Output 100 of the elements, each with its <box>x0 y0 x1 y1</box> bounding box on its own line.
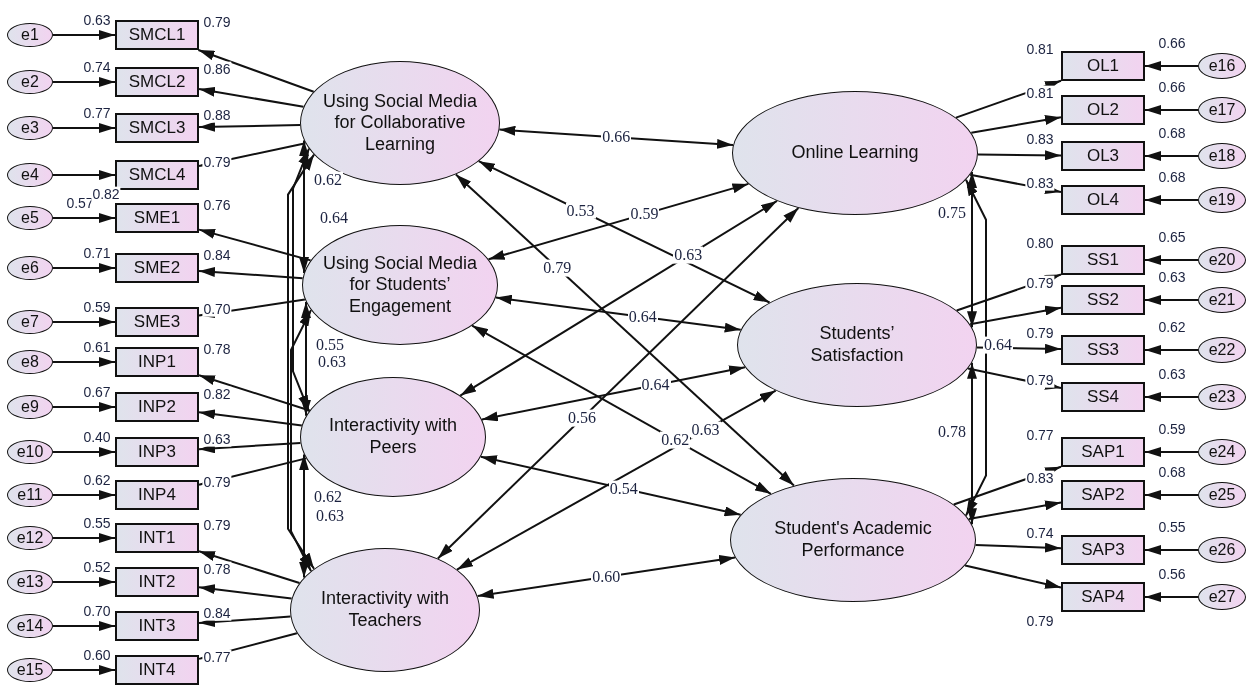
edge-label: 0.63 <box>202 431 232 447</box>
arrow <box>1144 345 1199 355</box>
error-term-ellipse: e24 <box>1198 439 1246 465</box>
edge-label: 0.68 <box>1157 464 1187 480</box>
edge-label: 0.84 <box>202 605 232 621</box>
arrow <box>52 170 116 180</box>
error-term-ellipse: e19 <box>1198 187 1246 213</box>
edge-label: 0.65 <box>1157 229 1187 245</box>
error-term-ellipse: e16 <box>1198 53 1246 79</box>
indicator-box: SS4 <box>1061 382 1145 412</box>
edge-label: 0.70 <box>202 301 232 317</box>
edge-label: 0.64 <box>983 336 1013 354</box>
double-headed-arrow <box>292 147 310 413</box>
double-headed-arrow <box>487 182 750 261</box>
edge-label: 0.81 <box>1025 41 1055 57</box>
edge-label: 0.80 <box>1025 235 1055 251</box>
arrow <box>1144 61 1199 71</box>
edge-label: 0.63 <box>1157 366 1187 382</box>
edge-label: 0.79 <box>542 259 573 277</box>
path-coefficient: 0.82 <box>91 186 121 202</box>
arrow <box>198 409 303 427</box>
edge-label: 0.55 <box>82 515 112 531</box>
arrow <box>198 267 304 280</box>
indicator-box: OL2 <box>1061 95 1145 125</box>
indicator-box: INP1 <box>115 347 199 377</box>
edge-label: 0.88 <box>202 107 232 123</box>
double-headed-arrow <box>454 173 795 487</box>
arrow <box>52 213 116 223</box>
edge-label: 0.83 <box>1025 470 1055 486</box>
arrow <box>967 500 1062 521</box>
arrow <box>1144 592 1199 602</box>
edge-label: 0.79 <box>1025 325 1055 341</box>
edge-label: 0.63 <box>690 421 721 439</box>
edge-label: 0.61 <box>82 339 112 355</box>
edge-label: 0.78 <box>202 341 232 357</box>
edge-label: 0.59 <box>1157 421 1187 437</box>
edge-label: 0.62 <box>1157 319 1187 335</box>
error-term-ellipse: e1 <box>7 23 53 47</box>
indicator-box: OL4 <box>1061 185 1145 215</box>
indicator-box: SS2 <box>1061 285 1145 315</box>
edge-label: 0.70 <box>82 603 112 619</box>
edge-label: 0.71 <box>82 245 112 261</box>
edge-label: 0.83 <box>1025 131 1055 147</box>
double-headed-arrow <box>965 178 987 517</box>
edge-label: 0.59 <box>629 205 660 223</box>
error-term-ellipse: e22 <box>1198 337 1246 363</box>
indicator-box: SAP3 <box>1061 535 1145 565</box>
arrow <box>197 49 315 93</box>
error-term-ellipse: e27 <box>1198 584 1246 610</box>
arrow <box>1144 255 1199 265</box>
arrow <box>52 621 116 631</box>
edge-label: 0.74 <box>82 59 112 75</box>
edge-label: 0.63 <box>1157 269 1187 285</box>
edge-label: 0.79 <box>1025 372 1055 388</box>
edge-label: 0.77 <box>202 649 232 665</box>
arrow <box>1144 295 1199 305</box>
double-headed-arrow <box>287 153 315 570</box>
arrow <box>52 30 116 40</box>
arrow <box>52 665 116 675</box>
error-term-ellipse: e20 <box>1198 247 1246 273</box>
edge-label: 0.67 <box>82 384 112 400</box>
arrow <box>969 305 1062 326</box>
error-term-ellipse: e11 <box>7 483 53 507</box>
indicator-box: OL3 <box>1061 141 1145 171</box>
double-headed-arrow <box>459 199 778 397</box>
indicator-box: SAP4 <box>1061 582 1145 612</box>
error-term-ellipse: e18 <box>1198 143 1246 169</box>
arrow <box>198 584 293 600</box>
arrow <box>52 357 116 367</box>
error-term-ellipse: e2 <box>7 70 53 94</box>
error-term-ellipse: e25 <box>1198 482 1246 508</box>
edge-label: 0.79 <box>202 474 232 490</box>
arrow <box>1144 392 1199 402</box>
arrow <box>52 490 116 500</box>
error-term-ellipse: e12 <box>7 526 53 550</box>
indicator-box: INT3 <box>115 611 199 641</box>
double-headed-arrow <box>967 171 977 329</box>
error-term-ellipse: e5 <box>7 206 53 230</box>
arrow <box>974 542 1062 553</box>
double-headed-arrow <box>494 294 742 333</box>
edge-label: 0.66 <box>1157 79 1187 95</box>
arrow <box>198 121 302 132</box>
error-term-ellipse: e23 <box>1198 384 1246 410</box>
edge-label: 0.56 <box>1157 566 1187 582</box>
error-term-ellipse: e15 <box>7 658 53 682</box>
latent-variable-ellipse: Student's Academic Performance <box>730 478 976 602</box>
arrow <box>1144 490 1199 500</box>
edge-label: 0.62 <box>82 472 112 488</box>
arrow <box>1144 151 1199 161</box>
double-headed-arrow <box>476 555 737 599</box>
edge-label: 0.68 <box>1157 125 1187 141</box>
arrow <box>52 447 116 457</box>
edge-label: 0.84 <box>202 247 232 263</box>
edge-label: 0.82 <box>202 386 232 402</box>
edge-label: 0.66 <box>1157 35 1187 51</box>
arrow <box>198 228 312 262</box>
indicator-box: SME1 <box>115 203 199 233</box>
arrow <box>52 123 116 133</box>
error-term-ellipse: e4 <box>7 163 53 187</box>
indicator-box: OL1 <box>1061 51 1145 81</box>
